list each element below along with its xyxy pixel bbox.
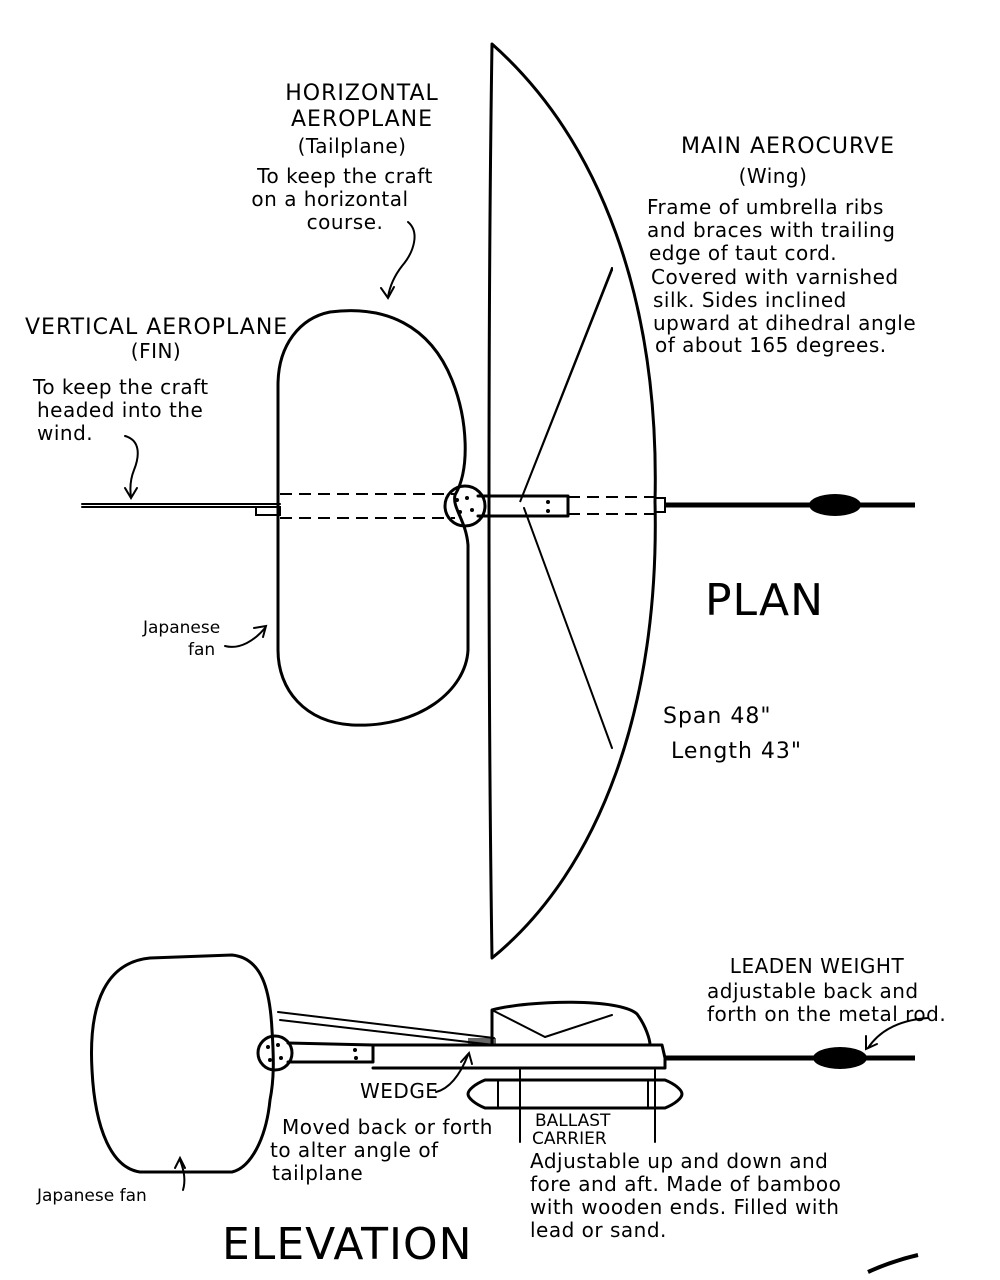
arrow-wedge xyxy=(435,1054,469,1093)
ballast-note-1: Adjustable up and down and xyxy=(530,1149,828,1173)
wing-desc-4: Covered with varnished xyxy=(651,265,899,289)
wing-desc-2: and braces with trailing xyxy=(647,218,895,242)
fan-label-elev: Japanese fan xyxy=(36,1186,147,1206)
tailplane-desc-1: To keep the craft xyxy=(256,164,433,188)
ballast-note-3: with wooden ends. Filled with xyxy=(530,1195,839,1219)
arrow-fan-plan xyxy=(224,627,266,648)
wing-desc-7: of about 165 degrees. xyxy=(655,333,887,357)
fin-desc-3: wind. xyxy=(37,421,93,445)
wing-title: MAIN AEROCURVE xyxy=(681,134,895,159)
wedge-note-1: Moved back or forth xyxy=(282,1115,493,1139)
fin-clip xyxy=(255,506,281,516)
plan-view: HORIZONTAL AEROPLANE (Tailplane) To keep… xyxy=(25,42,916,960)
fan-label-plan-1: Japanese xyxy=(142,618,220,638)
wedge xyxy=(468,1038,496,1046)
arrow-fan-elev xyxy=(179,1159,186,1191)
wing-subtitle: (Wing) xyxy=(739,164,808,188)
fan-hub-elev xyxy=(256,1034,294,1072)
wing-elevation xyxy=(490,1000,652,1047)
ballast-label-1: BALLAST xyxy=(535,1111,611,1131)
plan-title: PLAN xyxy=(705,575,824,626)
tailplane-subtitle: (Tailplane) xyxy=(298,134,407,158)
leaden-weight-elev xyxy=(813,1047,867,1069)
wedge-note-2: to alter angle of xyxy=(270,1138,439,1162)
fan-hub xyxy=(443,484,487,528)
weight-title: LEADEN WEIGHT xyxy=(730,954,905,978)
wing-desc-6: upward at dihedral angle xyxy=(653,311,916,335)
wing-desc-1: Frame of umbrella ribs xyxy=(647,195,884,219)
weight-desc-1: adjustable back and xyxy=(707,979,919,1003)
ballast-note-4: lead or sand. xyxy=(530,1218,667,1242)
elevation-view: LEADEN WEIGHT adjustable back and forth … xyxy=(36,953,946,1274)
ballast-carrier xyxy=(466,1078,684,1110)
wing-desc-3: edge of taut cord. xyxy=(649,241,837,265)
span-label: Span 48" xyxy=(663,704,771,729)
arrow-weight xyxy=(867,1017,929,1049)
wedge-label: WEDGE xyxy=(360,1079,438,1103)
tailplane-fan xyxy=(276,309,470,727)
wing-desc-5: silk. Sides inclined xyxy=(653,288,847,312)
fin-desc-2: headed into the xyxy=(37,398,203,422)
main-beam xyxy=(371,1043,667,1070)
ballast-note-2: fore and aft. Made of bamboo xyxy=(530,1172,841,1196)
leaden-weight-plan xyxy=(809,494,861,516)
wing-brace-upper xyxy=(519,267,613,503)
corner-mark xyxy=(867,1253,919,1274)
wing-outline xyxy=(487,42,657,960)
fin-subtitle: (FIN) xyxy=(131,339,181,363)
tailplane-title: HORIZONTAL xyxy=(285,81,439,106)
fin-title: VERTICAL AEROPLANE xyxy=(25,315,288,340)
boom-elevation xyxy=(286,1041,375,1064)
tailplane-desc-2: on a horizontal xyxy=(251,187,408,211)
arrow-tailplane xyxy=(387,221,416,298)
weight-desc-2: forth on the metal rod. xyxy=(707,1002,946,1026)
fan-label-plan-2: fan xyxy=(188,640,215,660)
elevation-title: ELEVATION xyxy=(222,1219,472,1270)
ballast-label-2: CARRIER xyxy=(532,1129,607,1149)
tailplane-title-2: AEROPLANE xyxy=(291,107,433,132)
fan-elevation xyxy=(90,953,275,1174)
fin-rod-elev xyxy=(277,1011,495,1039)
wing-brace-lower xyxy=(523,507,613,749)
boom-connector xyxy=(476,494,570,518)
tailplane-desc-3: course. xyxy=(307,210,384,234)
length-label: Length 43" xyxy=(671,739,802,764)
fin-desc-1: To keep the craft xyxy=(32,375,209,399)
arrow-fin xyxy=(124,435,139,498)
wedge-note-3: tailplane xyxy=(272,1161,363,1185)
